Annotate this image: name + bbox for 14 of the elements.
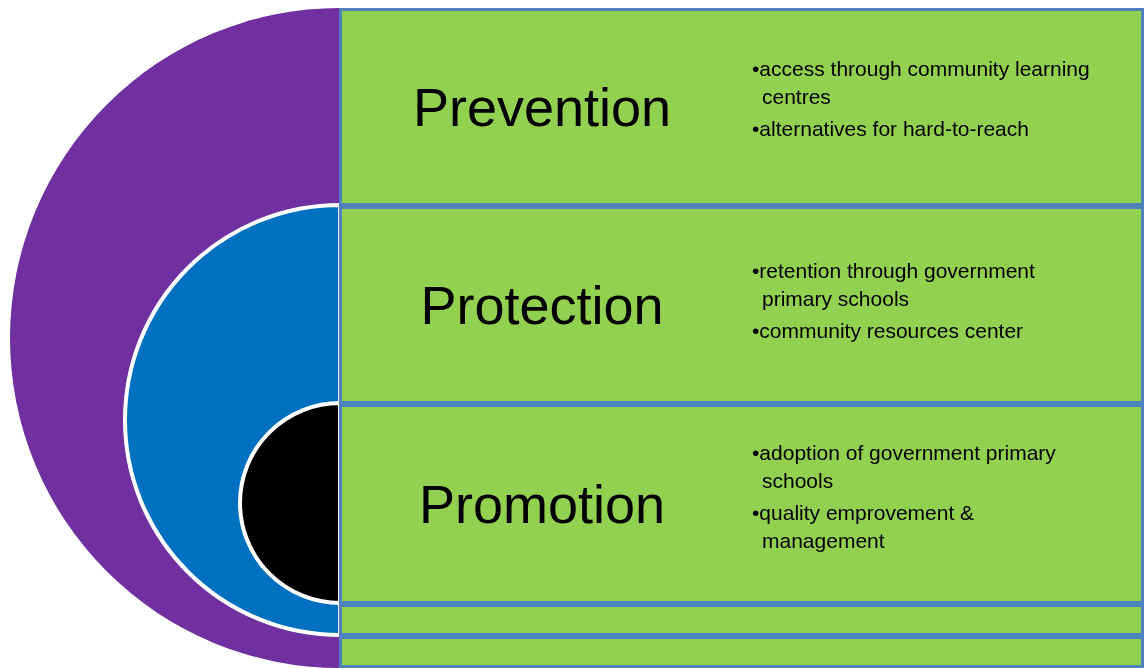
category-box [339,8,1144,206]
bullet-item: •quality emprovement & management [752,500,976,554]
category-title: Promotion [417,477,667,531]
bullet-item: •access through community learning centres [752,56,1091,110]
bullet-item: •adoption of government primary schools [752,440,1057,494]
category-box [339,404,1144,604]
category-title: Protection [419,278,665,332]
bullet-item: •alternatives for hard-to-reach [752,116,1030,142]
empty-bar [339,636,1144,668]
bullet-item: •community resources center [752,318,1025,344]
bullet-item: •retention through government primary schools [752,258,1036,312]
empty-bar [339,604,1144,636]
category-title: Prevention [411,80,673,134]
category-box [339,206,1144,404]
